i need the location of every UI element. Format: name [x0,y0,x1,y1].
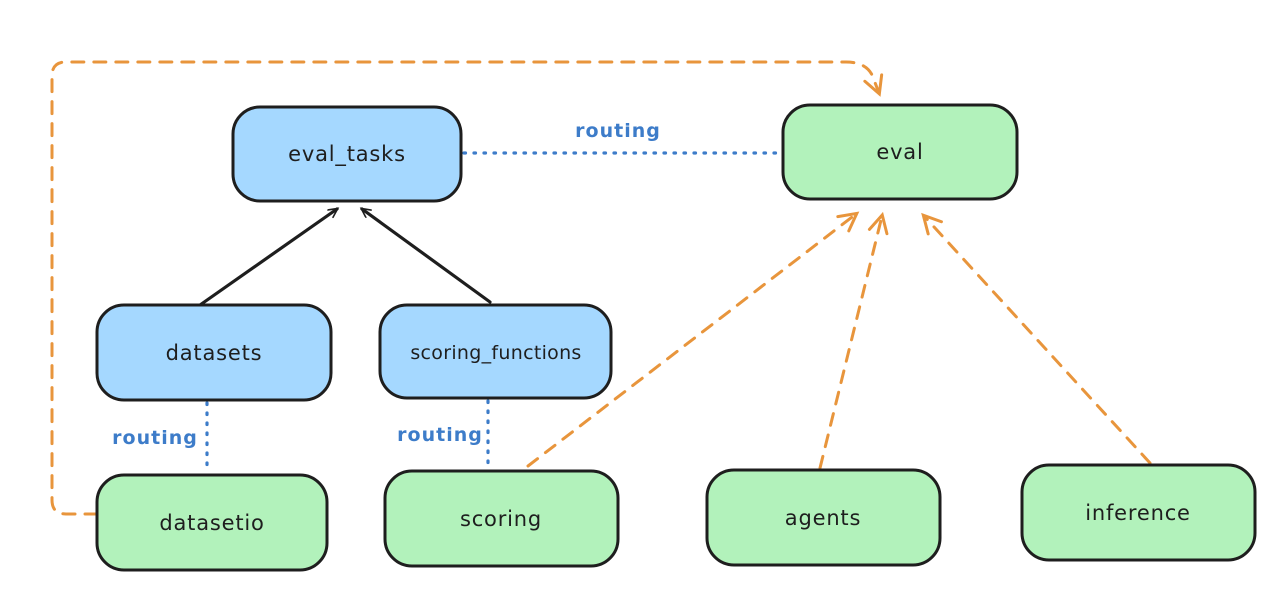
edge-agents-to-eval [818,211,889,470]
edge-datasets-to-eval-tasks [198,209,337,307]
routing-label-eval-tasks-eval: routing [575,120,661,142]
node-scoring-functions: scoring_functions [378,303,613,400]
edge-scoring-functions-to-eval-tasks [362,209,492,304]
node-eval: eval [781,103,1019,201]
node-datasetio-label: datasetio [159,511,264,535]
node-scoring-functions-label: scoring_functions [410,342,581,364]
edge-inference-to-eval [921,212,1152,465]
node-eval-label: eval [876,140,923,164]
node-datasets: datasets [95,303,333,402]
node-eval-tasks: eval_tasks [231,105,463,203]
node-scoring-label: scoring [460,507,542,531]
node-datasetio: datasetio [95,473,329,572]
node-inference-box [1020,463,1257,562]
node-datasets-box [95,303,333,402]
node-scoring-functions-box [378,303,613,400]
node-eval-tasks-label: eval_tasks [288,142,406,167]
node-agents: agents [705,468,942,567]
node-scoring-box [383,469,620,568]
node-agents-label: agents [785,506,861,530]
node-eval-box [781,103,1019,201]
node-scoring: scoring [383,469,620,568]
node-eval-tasks-box [231,105,463,203]
routing-label-scoring-functions-scoring: routing [397,424,483,446]
node-datasets-label: datasets [166,341,263,365]
node-datasetio-box [95,473,329,572]
node-inference: inference [1020,463,1257,562]
node-inference-label: inference [1085,501,1191,525]
edge-datasetio-to-eval [50,60,884,516]
edge-scoring-to-eval [526,211,860,468]
node-agents-box [705,468,942,567]
routing-label-datasets-datasetio: routing [112,427,198,449]
